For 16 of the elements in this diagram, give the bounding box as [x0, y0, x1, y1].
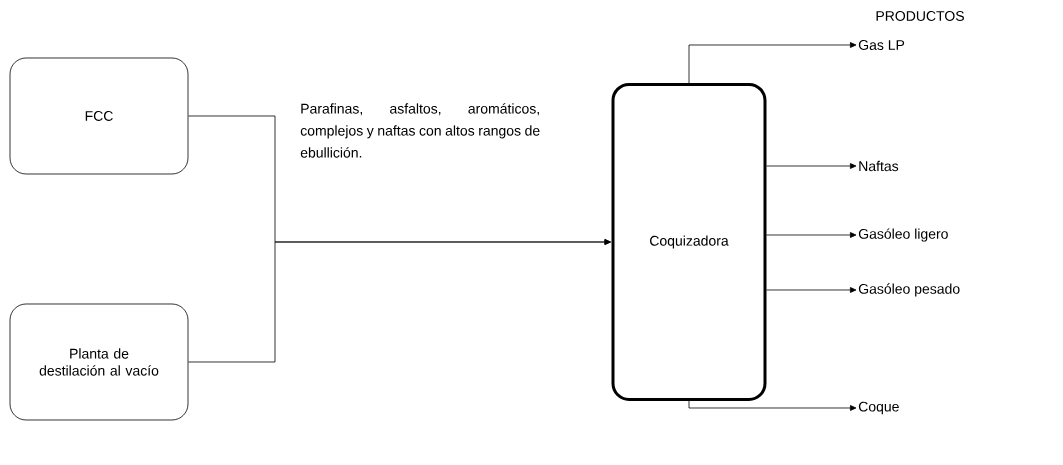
product-label: Gas LP — [858, 40, 905, 50]
arrow — [766, 163, 857, 169]
product-label: Coque — [858, 401, 899, 415]
arrow — [688, 42, 857, 84]
process-box: Coquizadora — [611, 83, 767, 401]
stream-description: Parafinas, asfaltos, aromáticos, complejos y naftas con altos rangos de ebullición. — [300, 103, 540, 158]
product-label: Naftas — [859, 160, 899, 172]
arrow — [188, 239, 611, 363]
arrow — [766, 287, 857, 293]
process-box: Planta de destilación al vacío — [9, 303, 189, 421]
arrow — [766, 232, 857, 238]
product-label: Gasóleo ligero — [858, 228, 948, 242]
process-box: FCC — [9, 57, 189, 175]
product-label: Gasóleo pesado — [858, 283, 960, 297]
arrow — [688, 400, 857, 411]
heading: PRODUCTOS — [876, 11, 964, 21]
